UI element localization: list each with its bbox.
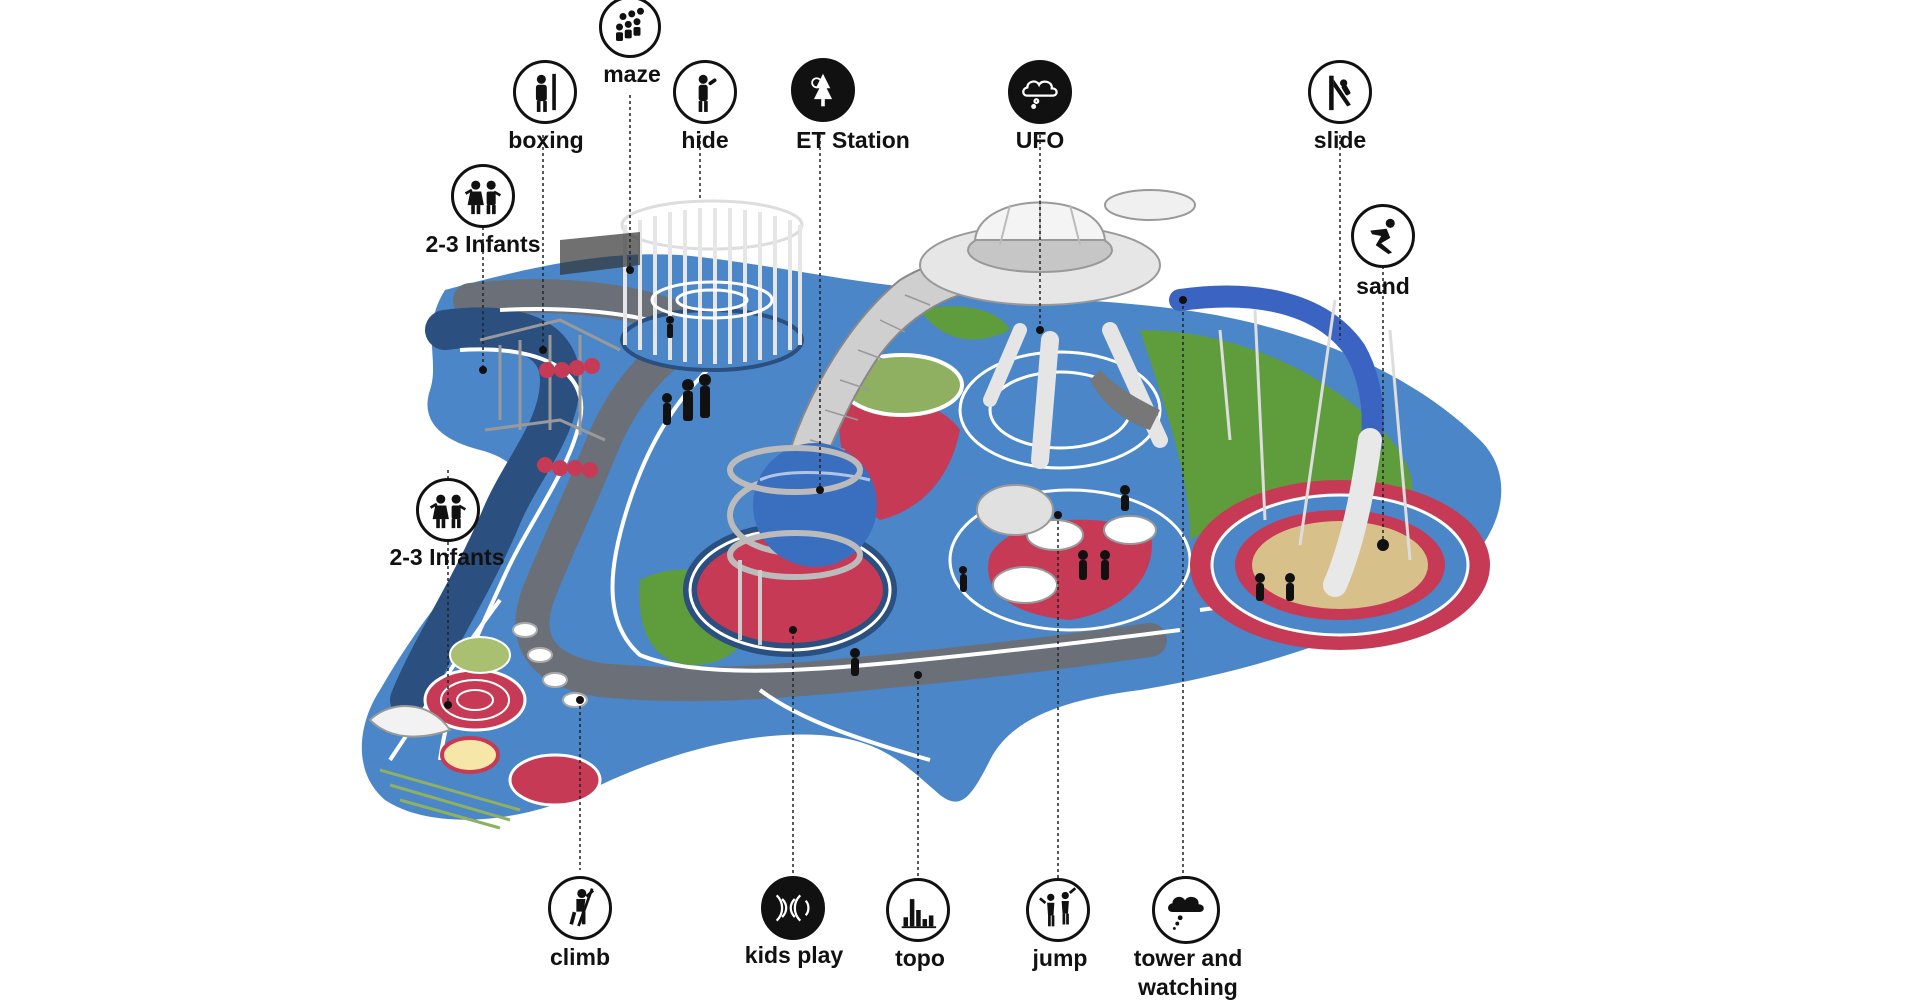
ufo-label: UFO [1015, 127, 1065, 153]
leader-dots [444, 266, 1389, 709]
slide-label: slide [1313, 127, 1367, 153]
hide-label: hide [681, 127, 729, 153]
crowd-icon [599, 0, 661, 58]
sand-label: sand [1356, 273, 1410, 299]
et-station-label: ET Station [796, 127, 910, 153]
topo-label: topo [895, 945, 945, 971]
et-station-structure [727, 443, 877, 645]
climb-label: climb [549, 944, 611, 970]
cloud-icon [1008, 60, 1072, 124]
children-icon [416, 478, 480, 542]
sand-jump-icon [1351, 204, 1415, 268]
cloud-thought-icon [1152, 876, 1220, 944]
boxing-bags [537, 358, 600, 478]
hide-icon [673, 60, 737, 124]
boxing-icon [513, 60, 577, 124]
jump-icon [1026, 878, 1090, 942]
tower-label-line2: watching [1138, 974, 1238, 1000]
tube-slide [1169, 285, 1384, 461]
grass-patch-top [920, 306, 1010, 340]
dark-track [390, 307, 581, 720]
maze-structure [560, 199, 804, 372]
jump-label: jump [1032, 945, 1088, 971]
climb-red-circle-2 [508, 753, 602, 807]
white-slide [1323, 428, 1382, 597]
ufo-structure [919, 189, 1196, 536]
people-silhouettes [662, 316, 1295, 676]
leader-lines [447, 95, 1384, 880]
kids-play-label: kids play [744, 942, 844, 968]
topo-bars-icon [886, 878, 950, 942]
boxing-swings [479, 318, 621, 442]
infants-top-label: 2-3 Infants [425, 231, 541, 257]
boxing-label: boxing [508, 127, 584, 153]
infants-mid-label: 2-3 Infants [389, 544, 505, 570]
tower-label-line1: tower and [1133, 945, 1243, 971]
slide-icon [1308, 60, 1372, 124]
sound-play-icon [761, 876, 825, 940]
tree-station-icon [791, 58, 855, 122]
children-icon [451, 164, 515, 228]
maze-label: maze [603, 61, 661, 87]
climb-icon [548, 876, 612, 940]
